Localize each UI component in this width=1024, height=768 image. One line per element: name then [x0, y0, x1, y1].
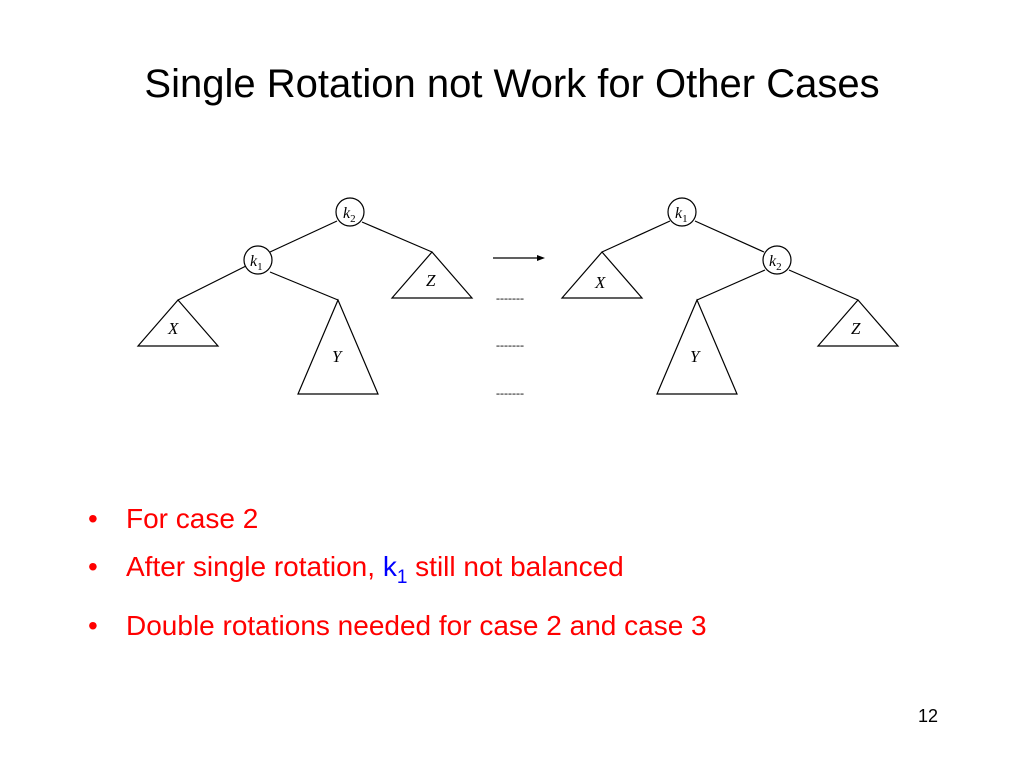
subtree-label: Y	[332, 347, 343, 366]
edge	[788, 269, 859, 301]
edge	[269, 271, 339, 301]
bullet-text: still not balanced	[407, 551, 624, 582]
dash-marker: -------	[496, 338, 524, 352]
subtree-label: Z	[426, 271, 436, 290]
tree-node	[335, 197, 365, 227]
rotation-diagram: k2 k1 X Y Z k1 k2 X Y Z ------- ------- …	[136, 197, 900, 400]
dash-marker: -------	[496, 386, 524, 400]
k-variable: k1	[382, 551, 408, 588]
subtree-triangle-x	[560, 251, 644, 299]
node-label: k2	[769, 253, 782, 273]
subtree-label: Y	[690, 347, 701, 366]
edge	[269, 220, 338, 253]
subtree-triangle-y	[297, 298, 379, 395]
edge	[601, 220, 671, 253]
tree-node	[243, 245, 273, 275]
bullet-list: For case 2 After single rotation, k1 sti…	[88, 495, 707, 650]
subtree-triangle-z	[390, 251, 474, 299]
bullet-item: Double rotations needed for case 2 and c…	[88, 602, 707, 650]
page-number: 12	[917, 706, 938, 726]
subtree-triangle-z	[816, 299, 900, 347]
bullet-text: Double rotations needed for case 2 and c…	[126, 610, 707, 641]
subtree-label: X	[167, 319, 179, 338]
slide-title: Single Rotation not Work for Other Cases	[144, 62, 880, 106]
edge	[696, 269, 766, 301]
subtree-triangle-x	[136, 299, 220, 347]
edge	[177, 265, 247, 301]
node-label: k1	[675, 205, 688, 225]
tree-node	[762, 245, 792, 275]
arrow-head	[537, 255, 545, 261]
bullet-item: For case 2	[88, 495, 707, 543]
edge	[694, 220, 765, 253]
node-label: k1	[250, 253, 263, 273]
subtree-triangle-y	[656, 298, 738, 395]
bullet-item: After single rotation, k1 still not bala…	[88, 543, 707, 602]
edge	[361, 221, 433, 253]
subtree-label: Z	[851, 319, 861, 338]
bullet-text: After single rotation,	[126, 551, 383, 582]
node-label: k2	[343, 205, 356, 225]
subtree-label: X	[594, 273, 606, 292]
tree-node	[667, 197, 697, 227]
dash-marker: -------	[496, 291, 524, 305]
bullet-text: For case 2	[126, 503, 259, 534]
